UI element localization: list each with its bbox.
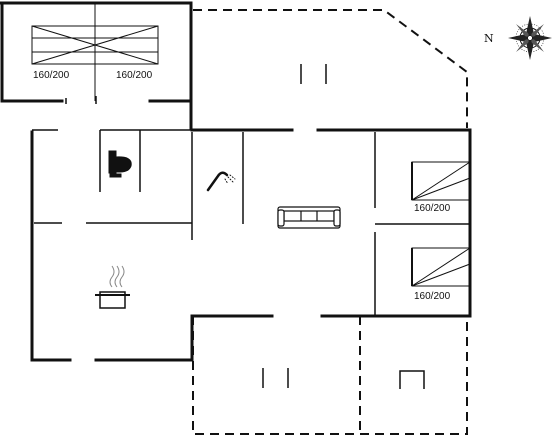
compass-rose-icon <box>508 16 552 60</box>
cooking-pot-icon <box>95 265 130 309</box>
toilet-icon <box>108 150 132 178</box>
bed-upper-left-size-label: 160/200 <box>33 70 70 81</box>
terrace-outlines <box>192 9 468 435</box>
door-jambs <box>65 96 97 104</box>
terrace-top-outline <box>193 9 468 128</box>
walls <box>0 1 472 362</box>
bed-right-top-size-label: 160/200 <box>414 203 451 214</box>
bed-right-bottom-size-label: 160/200 <box>414 291 451 302</box>
shower-icon <box>206 171 236 192</box>
terrace-chair-marks-bottom <box>262 368 289 388</box>
terrace-chair-marks-top <box>300 64 327 84</box>
interior-walls <box>32 129 470 316</box>
sofa-icon <box>277 206 341 229</box>
outdoor-table-icon <box>399 370 425 389</box>
terrace-bottom-outline <box>192 316 468 435</box>
bed-right-top <box>411 161 471 201</box>
bed-upper-right-size-label: 160/200 <box>116 70 153 81</box>
bed-upper-left <box>31 3 159 101</box>
compass-north-label: N <box>484 32 494 45</box>
bed-right-bottom <box>411 247 471 287</box>
